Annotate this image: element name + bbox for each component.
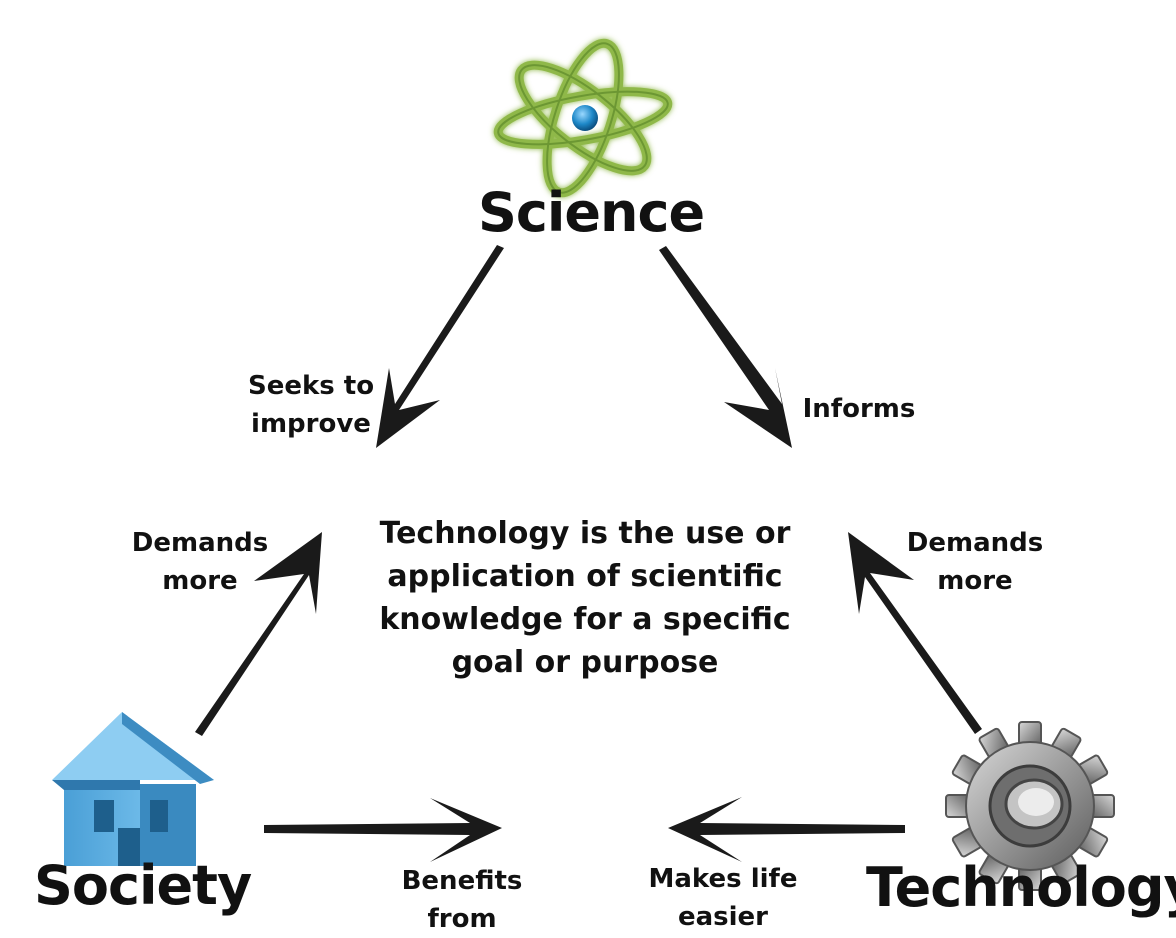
gear-icon [945, 721, 1115, 891]
label-line: more [937, 566, 1013, 596]
label-line: Seeks to [248, 371, 375, 401]
technology-label: Technology [866, 856, 1176, 919]
label-technology-demands-more: Demands more [904, 524, 1046, 600]
label-society-demands-more: Demands more [130, 524, 270, 600]
label-line: Demands [906, 528, 1044, 558]
society-label: Society [34, 854, 252, 917]
label-line: from [427, 904, 497, 934]
arrow-society-to-center [195, 532, 322, 736]
label-line: Makes life [648, 864, 798, 894]
house-icon [52, 712, 214, 866]
arrow-science-to-technology [659, 246, 792, 448]
arrow-society-to-bottom [264, 798, 502, 862]
arrow-technology-to-bottom [668, 797, 905, 862]
label-benefits-from: Benefits from [396, 862, 528, 938]
definition-line: Technology is the use or [379, 516, 791, 551]
diagram-canvas [52, 38, 1115, 891]
atom-icon [493, 38, 673, 198]
label-line: Benefits [401, 866, 523, 896]
label-line: easier [677, 902, 769, 932]
definition-line: application of scientific [387, 559, 783, 594]
label-makes-life-easier: Makes life easier [646, 860, 800, 936]
label-line: more [162, 566, 238, 596]
definition-line: goal or purpose [451, 645, 719, 680]
label-informs: Informs [802, 394, 916, 424]
arrow-science-to-society [376, 245, 504, 448]
definition-line: knowledge for a specific [379, 602, 791, 637]
arrows [195, 245, 982, 862]
science-label: Science [478, 181, 705, 244]
arrow-technology-to-center [848, 532, 982, 734]
label-line: Demands [131, 528, 269, 558]
technology-definition: Technology is the use or application of … [360, 512, 810, 684]
label-line: improve [251, 409, 371, 439]
label-seeks-to-improve: Seeks to improve [248, 367, 374, 443]
